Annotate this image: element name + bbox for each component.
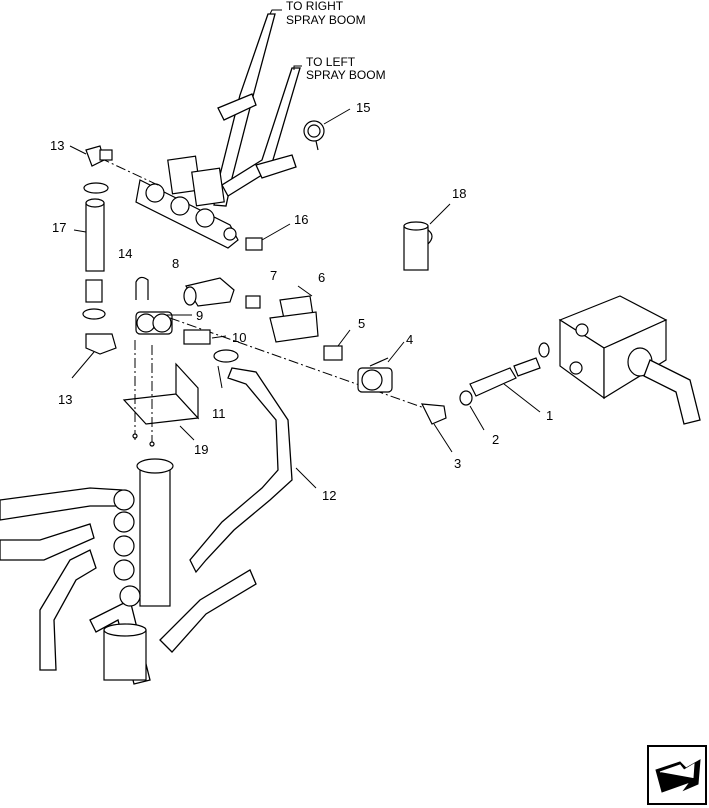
part-label-12: 12 (322, 488, 336, 503)
pipe-17 (73, 198, 106, 320)
callout-left-line2: SPRAY BOOM (306, 68, 386, 82)
callout-left-spray-boom: TO LEFT SPRAY BOOM (293, 55, 386, 82)
part-label-2: 2 (492, 432, 499, 447)
part-label-1: 1 (546, 408, 553, 423)
part-label-17: 17 (52, 220, 66, 235)
part-label-11: 11 (212, 406, 226, 421)
part-label-18: 18 (452, 186, 466, 201)
part-label-5: 5 (358, 316, 365, 331)
part-label-13-bottom: 13 (58, 392, 72, 407)
adapter-5 (323, 329, 351, 361)
mounting-bracket (122, 340, 200, 447)
callout-left-line1: TO LEFT (306, 55, 356, 69)
spray-boom-hoses (213, 13, 301, 207)
pressure-gauge (303, 108, 351, 151)
clamp-11 (213, 349, 239, 389)
part-label-13-top: 13 (50, 138, 64, 153)
tank-18 (403, 203, 451, 271)
elbow-fitting-8 (169, 277, 431, 411)
part-label-6: 6 (318, 270, 325, 285)
ball-valve-4 (357, 341, 405, 393)
tee-fitting (135, 276, 192, 335)
elbow-fitting-top (69, 145, 113, 194)
hose-1 (469, 342, 550, 413)
part-label-3: 3 (454, 456, 461, 471)
part-labels: 1 2 3 4 5 6 7 8 9 10 11 12 13 13 14 15 1… (50, 100, 553, 503)
elbow-fitting-bottom (71, 333, 117, 379)
connector-16 (245, 223, 291, 251)
callout-right-line2: SPRAY BOOM (286, 13, 366, 27)
valve-manifold (99, 155, 239, 249)
nipple-7 (245, 295, 261, 309)
part-label-10: 10 (232, 330, 246, 345)
clamp-2 (459, 390, 485, 431)
part-label-14: 14 (118, 246, 132, 261)
part-label-7: 7 (270, 268, 277, 283)
hose-12 (189, 367, 317, 574)
part-label-16: 16 (294, 212, 308, 227)
lower-manifold (0, 458, 257, 685)
valve-body-6 (269, 285, 319, 343)
elbow-3 (420, 403, 453, 453)
next-page-arrow-icon[interactable] (647, 745, 707, 805)
callout-right-line1: TO RIGHT (286, 0, 344, 13)
part-label-4: 4 (406, 332, 413, 347)
part-label-19: 19 (194, 442, 208, 457)
sump-tank (558, 295, 701, 425)
coupler-10 (183, 329, 227, 345)
part-label-15: 15 (356, 100, 370, 115)
part-label-8: 8 (172, 256, 179, 271)
callout-right-spray-boom: TO RIGHT SPRAY BOOM (269, 0, 366, 27)
part-label-9: 9 (196, 308, 203, 323)
